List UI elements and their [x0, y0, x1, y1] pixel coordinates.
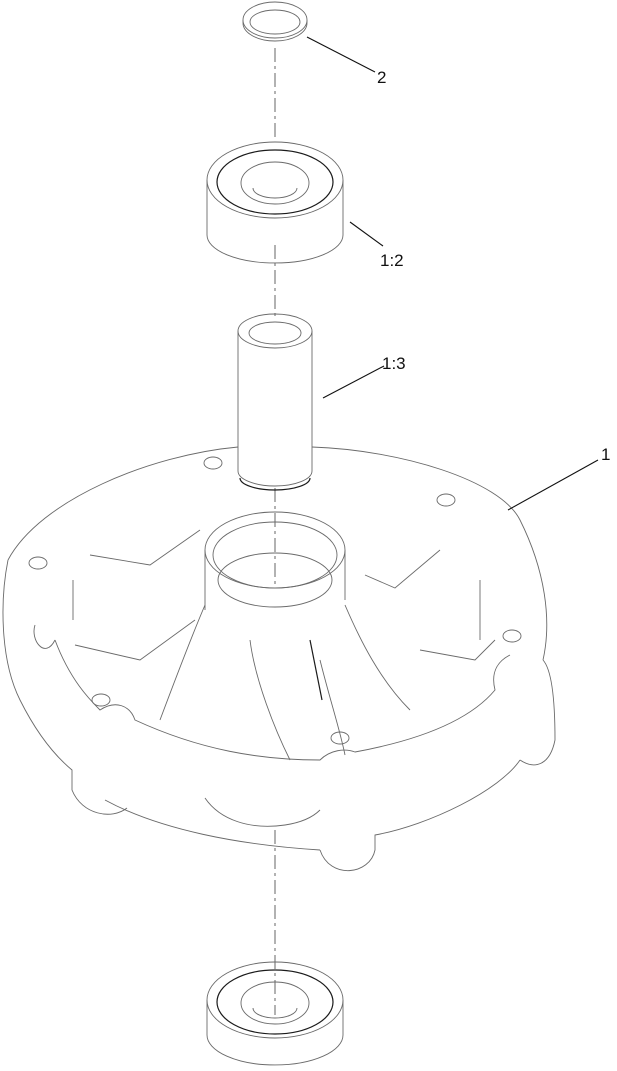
washer-part: [242, 1, 376, 73]
spacer-part: [237, 313, 385, 491]
callout-spacer: 1:3: [382, 354, 406, 373]
lower-bearing-part: [206, 961, 344, 1066]
mount-hole-icon: [203, 456, 223, 470]
callout-housing: 1: [601, 445, 611, 464]
housing-part: [2, 446, 599, 872]
mount-hole-icon: [436, 493, 456, 507]
callout-washer: 2: [377, 68, 387, 87]
mount-hole-icon: [502, 629, 522, 643]
mount-hole-icon: [330, 731, 350, 745]
mount-hole-icon: [91, 693, 111, 707]
mount-hole-icon: [28, 556, 48, 570]
callout-upper-bearing: 1:2: [380, 251, 404, 270]
upper-bearing-part: [206, 141, 384, 264]
